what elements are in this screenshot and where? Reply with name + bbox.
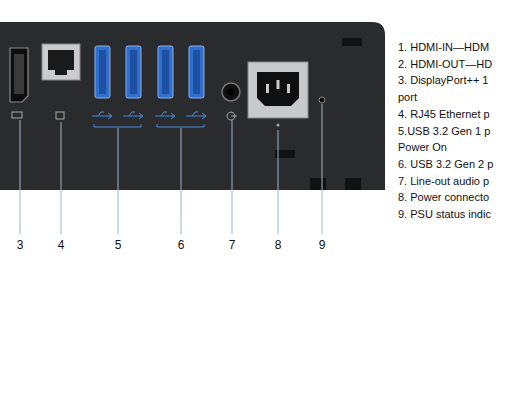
displayport-icon bbox=[12, 112, 22, 118]
audio-jack-hole bbox=[228, 89, 235, 96]
power-icon bbox=[277, 124, 280, 127]
panel-notch bbox=[342, 38, 362, 46]
callout-number: 6 bbox=[171, 238, 191, 252]
port-description: 4. RJ45 Ethernet p bbox=[398, 106, 510, 123]
panel-body bbox=[0, 22, 385, 190]
bracket bbox=[94, 124, 141, 127]
psu-led bbox=[319, 97, 325, 103]
rj45-housing bbox=[42, 44, 80, 80]
ethernet-icon bbox=[56, 112, 64, 119]
displayport-inner bbox=[14, 54, 24, 94]
panel-foot bbox=[310, 178, 326, 190]
port-description: 6. USB 3.2 Gen 2 p bbox=[398, 156, 510, 173]
usb-logo bbox=[92, 112, 206, 119]
callout-number: 5 bbox=[108, 238, 128, 252]
port-description: 2. HDMI-OUT—HD bbox=[398, 56, 510, 73]
power-connector-plate bbox=[248, 62, 308, 118]
port-description: 8. Power connecto bbox=[398, 189, 510, 206]
displayport-connector bbox=[10, 48, 28, 102]
port-description: 7. Line-out audio p bbox=[398, 173, 510, 190]
port-description: 3. DisplayPort++ 1 port bbox=[398, 72, 510, 105]
usb-ports bbox=[95, 46, 204, 98]
power-connector-socket bbox=[257, 72, 299, 106]
port-description: 5.USB 3.2 Gen 1 p Power On bbox=[398, 123, 510, 156]
rj45-opening bbox=[48, 50, 74, 75]
panel-foot bbox=[345, 178, 361, 190]
leader-lines bbox=[20, 104, 322, 234]
port-description: 9. PSU status indic bbox=[398, 206, 510, 223]
bracket bbox=[157, 124, 204, 127]
port-description: 1. HDMI-IN—HDM bbox=[398, 39, 510, 56]
callout-number: 9 bbox=[312, 238, 332, 252]
audio-jack bbox=[222, 83, 240, 101]
callout-number: 4 bbox=[51, 238, 71, 252]
callout-number: 3 bbox=[10, 238, 30, 252]
callout-number: 7 bbox=[222, 238, 242, 252]
callout-number: 8 bbox=[268, 238, 288, 252]
audio-icon bbox=[227, 112, 237, 120]
